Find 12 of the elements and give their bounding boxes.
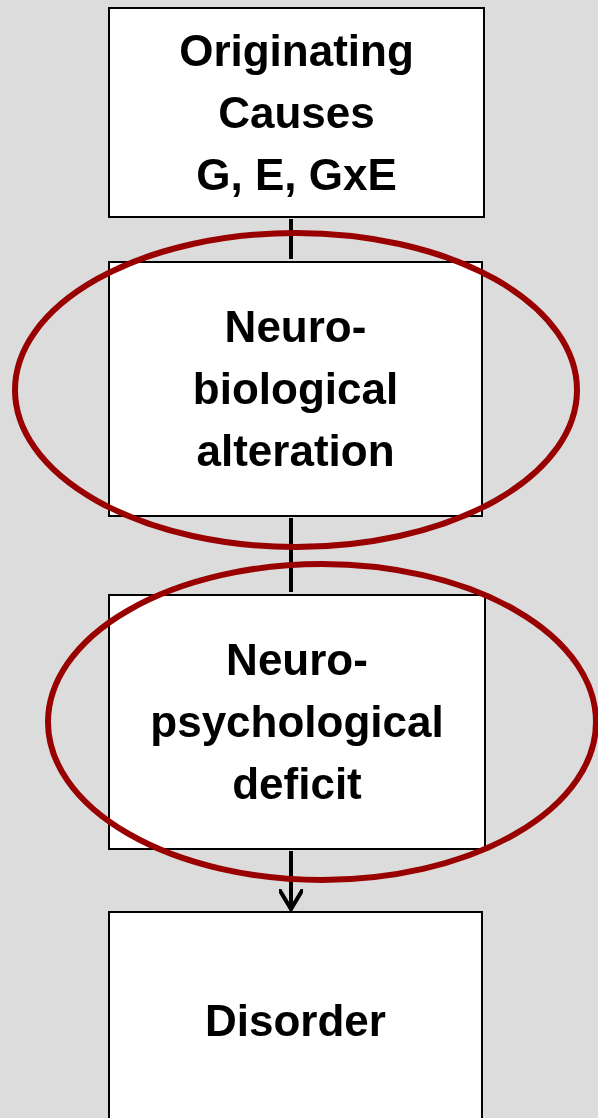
box-label: Neuro- biological alteration — [191, 301, 400, 477]
process-box — [108, 594, 486, 850]
process-box — [108, 911, 483, 1118]
process-box — [108, 261, 483, 517]
connector-line — [289, 219, 293, 259]
connector-line — [289, 518, 293, 592]
process-box — [108, 7, 485, 218]
box-label: G, E, GxE — [196, 148, 397, 201]
box-label: Disorder — [205, 995, 386, 1047]
box-label: Originating Causes — [178, 24, 415, 139]
box-label: Neuro- psychological deficit — [149, 634, 445, 810]
arrow — [277, 851, 305, 911]
